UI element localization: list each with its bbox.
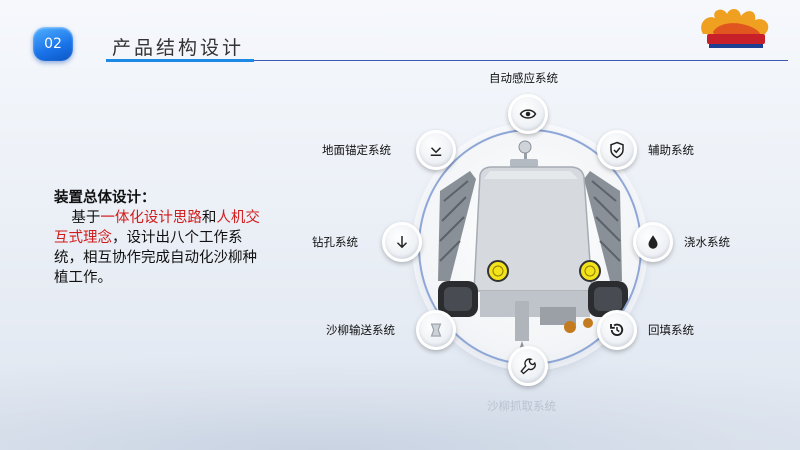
section-number-badge: 02 <box>33 27 73 61</box>
design-description: 装置总体设计： 基于一体化设计思路和人机交互式理念，设计出八个工作系统，相互协作… <box>54 188 264 288</box>
ground-anchoring-system-label: 地面锚定系统 <box>322 143 391 157</box>
arrow-down-icon <box>396 236 408 249</box>
watering-system-label: 浇水系统 <box>684 235 730 249</box>
drilling-system-node[interactable] <box>382 222 422 262</box>
background-wave <box>0 290 800 450</box>
ground-anchoring-system-node[interactable] <box>416 130 456 170</box>
backfill-system-label: 回填系统 <box>648 323 694 337</box>
description-heading: 装置总体设计： <box>54 190 156 206</box>
backfill-system-node[interactable] <box>597 310 637 350</box>
eye-icon <box>519 109 537 119</box>
auxiliary-system-node[interactable] <box>597 130 637 170</box>
auto-sensing-system-label: 自动感应系统 <box>489 71 558 85</box>
auto-sensing-system-node[interactable] <box>508 94 548 134</box>
conveying-system-node[interactable] <box>416 310 456 350</box>
history-icon <box>610 323 624 336</box>
page-title: 产品结构设计 <box>112 37 245 59</box>
description-body: 基于一体化设计思路和人机交互式理念，设计出八个工作系统，相互协作完成自动化沙柳种… <box>54 210 260 286</box>
anchor-down-icon <box>430 147 442 156</box>
logo-image <box>701 9 769 48</box>
wrench-icon <box>520 358 536 375</box>
title-divider-accent <box>106 59 254 62</box>
drilling-system-label: 钻孔系统 <box>312 235 358 249</box>
conveying-system-label: 沙柳输送系统 <box>326 323 395 337</box>
machine-image <box>438 140 628 359</box>
watering-system-node[interactable] <box>633 222 673 262</box>
grabbing-system-label: 沙柳抓取系统 <box>487 399 556 413</box>
title-divider <box>106 60 788 61</box>
water-drop-icon <box>648 235 658 249</box>
conveyor-icon <box>430 323 442 337</box>
grabbing-system-node[interactable] <box>508 346 548 386</box>
shield-check-icon <box>610 141 624 159</box>
auxiliary-system-label: 辅助系统 <box>648 143 694 157</box>
